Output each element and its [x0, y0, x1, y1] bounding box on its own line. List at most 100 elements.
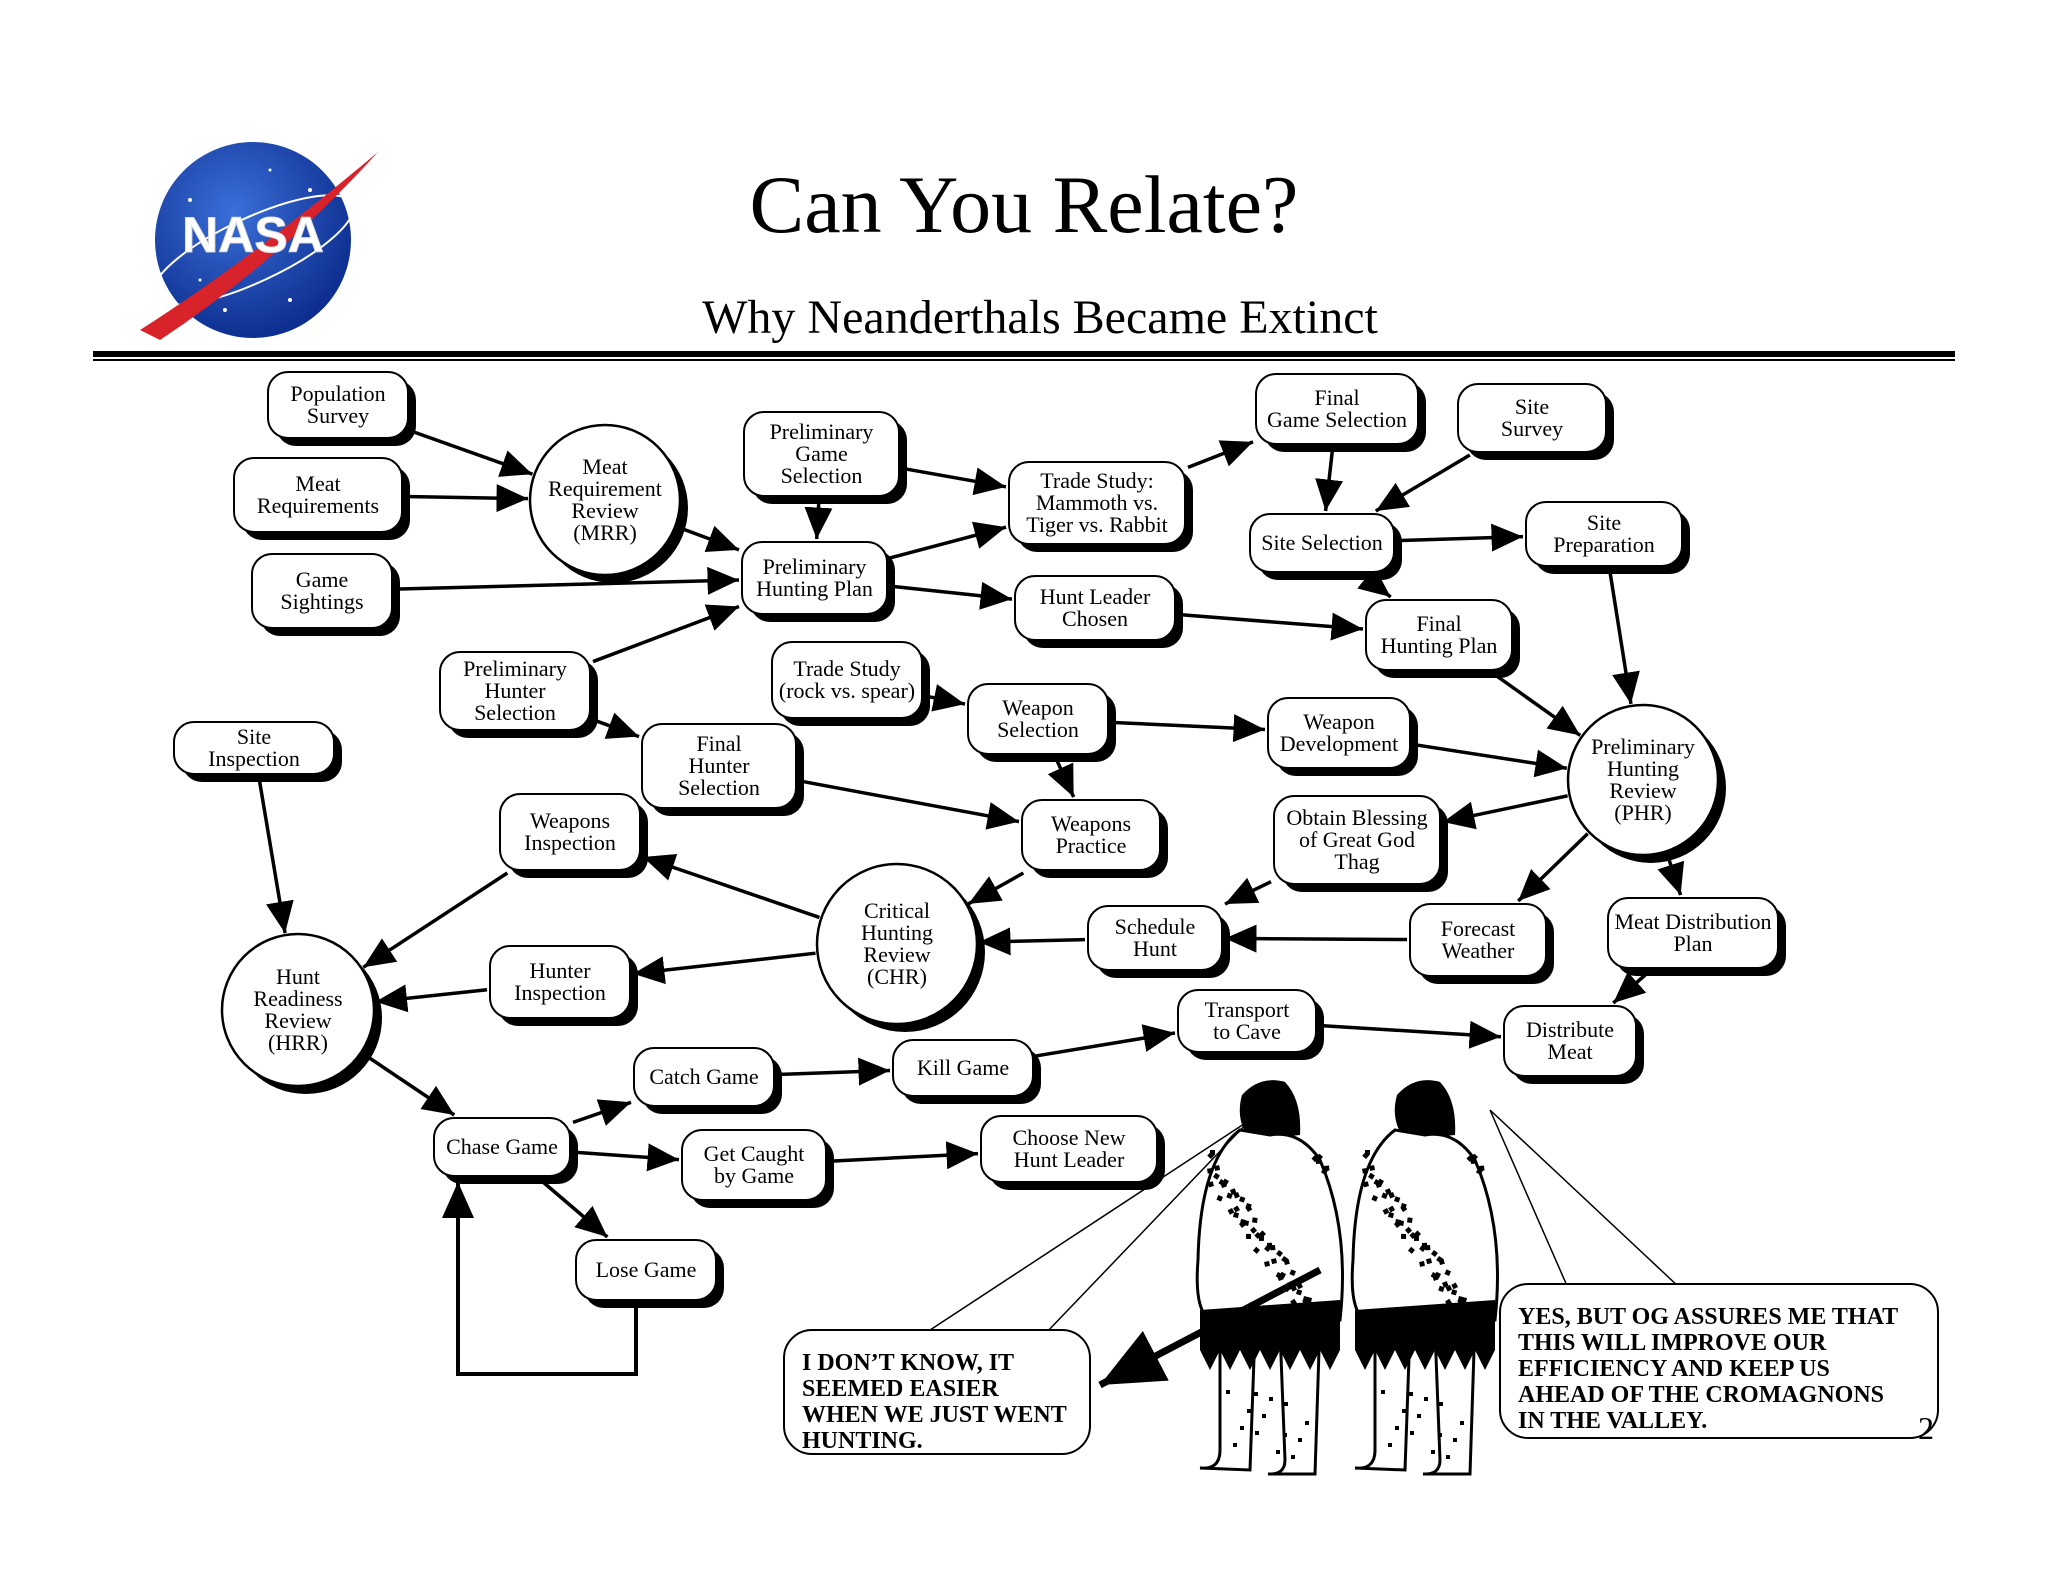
- arrow-kill-game-to-transport-to-cave: [1036, 1033, 1175, 1056]
- node-site-inspection: SiteInspection: [174, 722, 342, 782]
- node-trade-study-mammoth: Trade Study:Mammoth vs.Tiger vs. Rabbit: [1009, 462, 1193, 552]
- arrow-mrr-to-prelim-hunting-plan: [677, 527, 739, 550]
- node-label: Choose NewHunt Leader: [1012, 1125, 1125, 1172]
- node-label: Trade Study:Mammoth vs.Tiger vs. Rabbit: [1026, 468, 1168, 537]
- arrow-obtain-blessing-to-schedule-hunt: [1225, 882, 1271, 904]
- page-number: 2: [1918, 1410, 1934, 1447]
- arrow-meat-requirements-to-mrr: [405, 497, 528, 499]
- arrow-prelim-hunter-selection-to-final-hunter-selection: [593, 720, 639, 737]
- arrow-prelim-hunting-plan-to-hunt-leader-chosen: [890, 586, 1012, 599]
- node-label: Kill Game: [917, 1055, 1009, 1080]
- caveman-right: [1352, 1080, 1497, 1474]
- arrow-transport-to-cave-to-distribute-meat: [1319, 1025, 1501, 1036]
- arrow-weapon-selection-to-weapons-practice: [1055, 757, 1073, 797]
- arrow-chase-game-to-lose-game: [539, 1179, 607, 1237]
- node-chase-game: Chase Game: [434, 1118, 578, 1184]
- node-label: Site Selection: [1261, 530, 1383, 555]
- arrow-forecast-weather-to-schedule-hunt: [1225, 938, 1407, 939]
- node-label: Catch Game: [649, 1064, 758, 1089]
- arrow-chase-game-to-catch-game: [573, 1102, 631, 1122]
- arrow-phr-to-forecast-weather: [1518, 834, 1588, 901]
- arrow-weapons-inspection-to-hrr: [363, 873, 507, 967]
- node-site-selection: Site Selection: [1250, 514, 1402, 580]
- arrow-hunter-inspection-to-hrr: [376, 990, 487, 1002]
- node-hunt-leader-chosen: Hunt LeaderChosen: [1015, 576, 1183, 648]
- arrow-chase-game-to-get-caught: [573, 1152, 679, 1160]
- arrow-phr-to-obtain-blessing: [1443, 796, 1568, 822]
- arrow-final-hunting-plan-to-phr: [1492, 673, 1580, 735]
- arrow-catch-game-to-kill-game: [777, 1071, 890, 1075]
- arrow-weapon-selection-to-weapon-development: [1111, 722, 1265, 729]
- node-choose-new-leader: Choose NewHunt Leader: [981, 1116, 1165, 1190]
- arrow-site-survey-to-site-selection: [1376, 455, 1470, 511]
- node-lose-game: Lose Game: [576, 1240, 724, 1308]
- arrow-prelim-hunter-selection-to-prelim-hunting-plan: [593, 606, 739, 661]
- arrow-weapons-practice-to-chr: [968, 873, 1023, 904]
- node-label: Chase Game: [446, 1134, 558, 1159]
- arrow-hunt-leader-chosen-to-final-hunting-plan: [1178, 615, 1363, 630]
- node-kill-game: Kill Game: [893, 1040, 1041, 1104]
- node-site-preparation: SitePreparation: [1526, 502, 1690, 574]
- arrow-get-caught-to-choose-new-leader: [829, 1154, 978, 1162]
- arrow-hrr-to-chase-game: [363, 1053, 455, 1115]
- arrow-site-inspection-to-hrr: [259, 777, 285, 933]
- node-label: Trade Study(rock vs. spear): [779, 656, 915, 703]
- node-catch-game: Catch Game: [634, 1048, 782, 1114]
- arrow-weapon-development-to-phr: [1413, 744, 1567, 768]
- arrow-chr-to-hunter-inspection: [633, 953, 816, 974]
- arrow-site-selection-to-site-preparation: [1397, 537, 1523, 541]
- node-label: Lose Game: [596, 1257, 697, 1282]
- arrow-final-hunter-selection-to-weapons-practice: [799, 781, 1019, 822]
- arrow-trade-study-rock-to-weapon-selection: [925, 696, 965, 704]
- caveman-left: [1197, 1080, 1342, 1474]
- arrow-game-sightings-to-prelim-hunting-plan: [395, 580, 739, 589]
- node-population-survey: PopulationSurvey: [268, 372, 416, 446]
- node-label: WeaponsInspection: [524, 808, 616, 855]
- arrow-final-game-selection-to-site-selection: [1326, 447, 1333, 511]
- node-hrr: HuntReadinessReview(HRR): [222, 934, 382, 1094]
- node-label: CriticalHuntingReview(CHR): [861, 898, 933, 989]
- arrow-chr-to-weapons-inspection: [643, 857, 819, 917]
- arrow-schedule-hunt-to-chr: [979, 940, 1085, 942]
- arrow-population-survey-to-mrr: [411, 431, 532, 474]
- arrow-trade-study-mammoth-to-final-game-selection: [1188, 442, 1253, 467]
- arrow-prelim-hunting-plan-to-trade-study-mammoth: [890, 527, 1006, 558]
- arrow-prelim-game-selection-to-prelim-hunting-plan: [817, 499, 819, 539]
- arrow-prelim-game-selection-to-trade-study-mammoth: [902, 468, 1006, 486]
- node-trade-study-rock: Trade Study(rock vs. spear): [772, 642, 930, 726]
- node-obtain-blessing: Obtain Blessingof Great GodThag: [1274, 796, 1448, 892]
